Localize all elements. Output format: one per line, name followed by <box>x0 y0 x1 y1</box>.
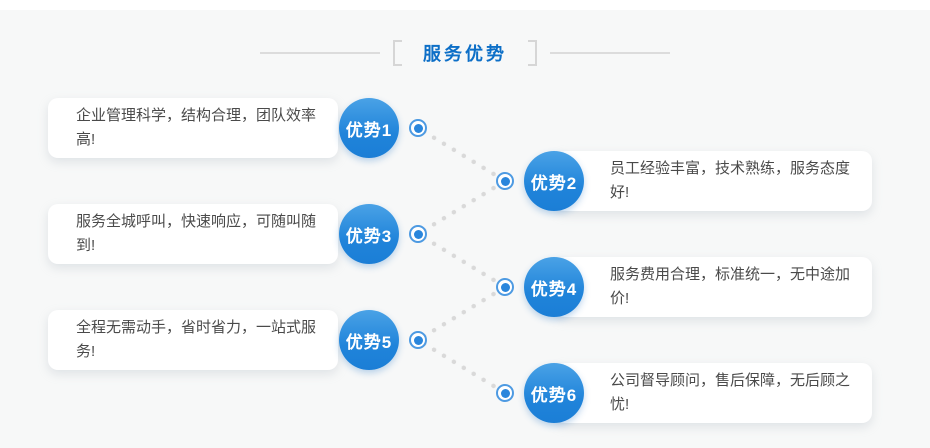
advantage-text-4: 服务费用合理，标准统一，无中途加价! <box>610 266 851 307</box>
title-left-line <box>260 52 380 54</box>
advantage-row-4: 优势4 服务费用合理，标准统一，无中途加价! <box>0 257 930 317</box>
advantage-row-6: 优势6 公司督导顾问，售后保障，无后顾之忧! <box>0 363 930 423</box>
advantage-badge-2: 优势2 <box>524 151 584 211</box>
connector-node-icon <box>409 331 427 349</box>
connector-node-icon <box>409 225 427 243</box>
advantage-text-2: 员工经验丰富，技术熟练，服务态度好! <box>610 160 851 201</box>
advantage-row-3: 服务全城呼叫，快速响应，可随叫随到! 优势3 <box>0 204 930 264</box>
advantage-row-5: 全程无需动手，省时省力，一站式服务! 优势5 <box>0 310 930 370</box>
advantage-card-3: 服务全城呼叫，快速响应，可随叫随到! <box>48 204 338 264</box>
advantage-row-1: 企业管理科学，结构合理，团队效率高! 优势1 <box>0 98 930 158</box>
connector-node-icon <box>496 278 514 296</box>
connector-node-icon <box>409 119 427 137</box>
left-bracket-icon <box>393 40 402 66</box>
advantage-card-6: 公司督导顾问，售后保障，无后顾之忧! <box>555 363 872 423</box>
advantage-card-2: 员工经验丰富，技术熟练，服务态度好! <box>555 151 872 211</box>
advantage-text-5: 全程无需动手，省时省力，一站式服务! <box>76 319 317 360</box>
advantage-row-2: 优势2 员工经验丰富，技术熟练，服务态度好! <box>0 151 930 211</box>
title-right-line <box>550 52 670 54</box>
right-bracket-icon <box>528 40 537 66</box>
advantage-text-1: 企业管理科学，结构合理，团队效率高! <box>76 107 317 148</box>
connector-node-icon <box>496 172 514 190</box>
section-title-bar: 服务优势 <box>0 38 930 68</box>
advantage-badge-1: 优势1 <box>339 98 399 158</box>
connector-node-icon <box>496 384 514 402</box>
advantage-badge-5: 优势5 <box>339 310 399 370</box>
advantage-text-6: 公司督导顾问，售后保障，无后顾之忧! <box>610 372 851 413</box>
advantage-card-5: 全程无需动手，省时省力，一站式服务! <box>48 310 338 370</box>
advantage-card-4: 服务费用合理，标准统一，无中途加价! <box>555 257 872 317</box>
advantage-badge-4: 优势4 <box>524 257 584 317</box>
advantage-card-1: 企业管理科学，结构合理，团队效率高! <box>48 98 338 158</box>
advantage-badge-3: 优势3 <box>339 204 399 264</box>
advantage-text-3: 服务全城呼叫，快速响应，可随叫随到! <box>76 213 317 254</box>
section-title: 服务优势 <box>423 44 507 64</box>
advantage-badge-6: 优势6 <box>524 363 584 423</box>
